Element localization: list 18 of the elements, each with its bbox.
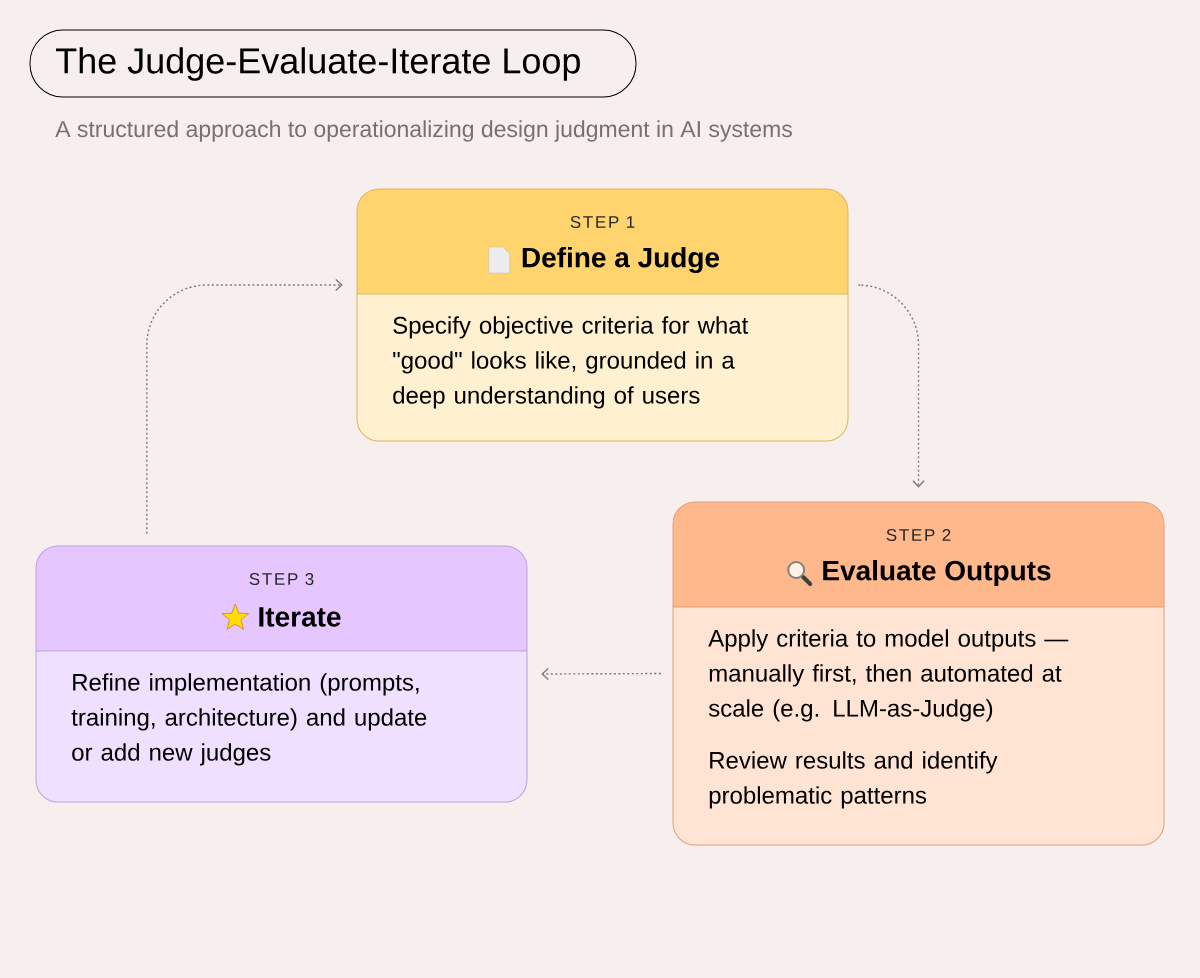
step-title: Evaluate Outputs (823, 559, 1051, 587)
step-card (35, 545, 528, 803)
step-label: STEP 3 (249, 573, 314, 586)
arrow (146, 278, 343, 535)
description: Review results and identify problematic patterns (709, 751, 998, 809)
description: Refine implementation (prompts, training, architecture) and update or add new judges (71, 673, 427, 766)
step-title: Define a Judge (522, 246, 720, 274)
arrow (857, 284, 925, 488)
step-label: STEP 1 (570, 216, 635, 229)
subtitle: A structured approach to operationalizing design judgment in AI systems (55, 120, 792, 142)
step-card (356, 188, 849, 442)
arrow (541, 667, 662, 681)
title-pill: The Judge-Evaluate-Iterate Loop (29, 29, 637, 98)
description: Apply criteria to model outputs — manually first, then automated at scale (e.g. LLM-as-Judge) (708, 629, 1069, 722)
step-card (672, 501, 1165, 846)
step-title: Iterate (259, 607, 341, 627)
description: Specify objective criteria for what "good" looks like, grounded in a deep understanding of users (393, 316, 749, 409)
step-label: STEP 2 (886, 529, 951, 542)
